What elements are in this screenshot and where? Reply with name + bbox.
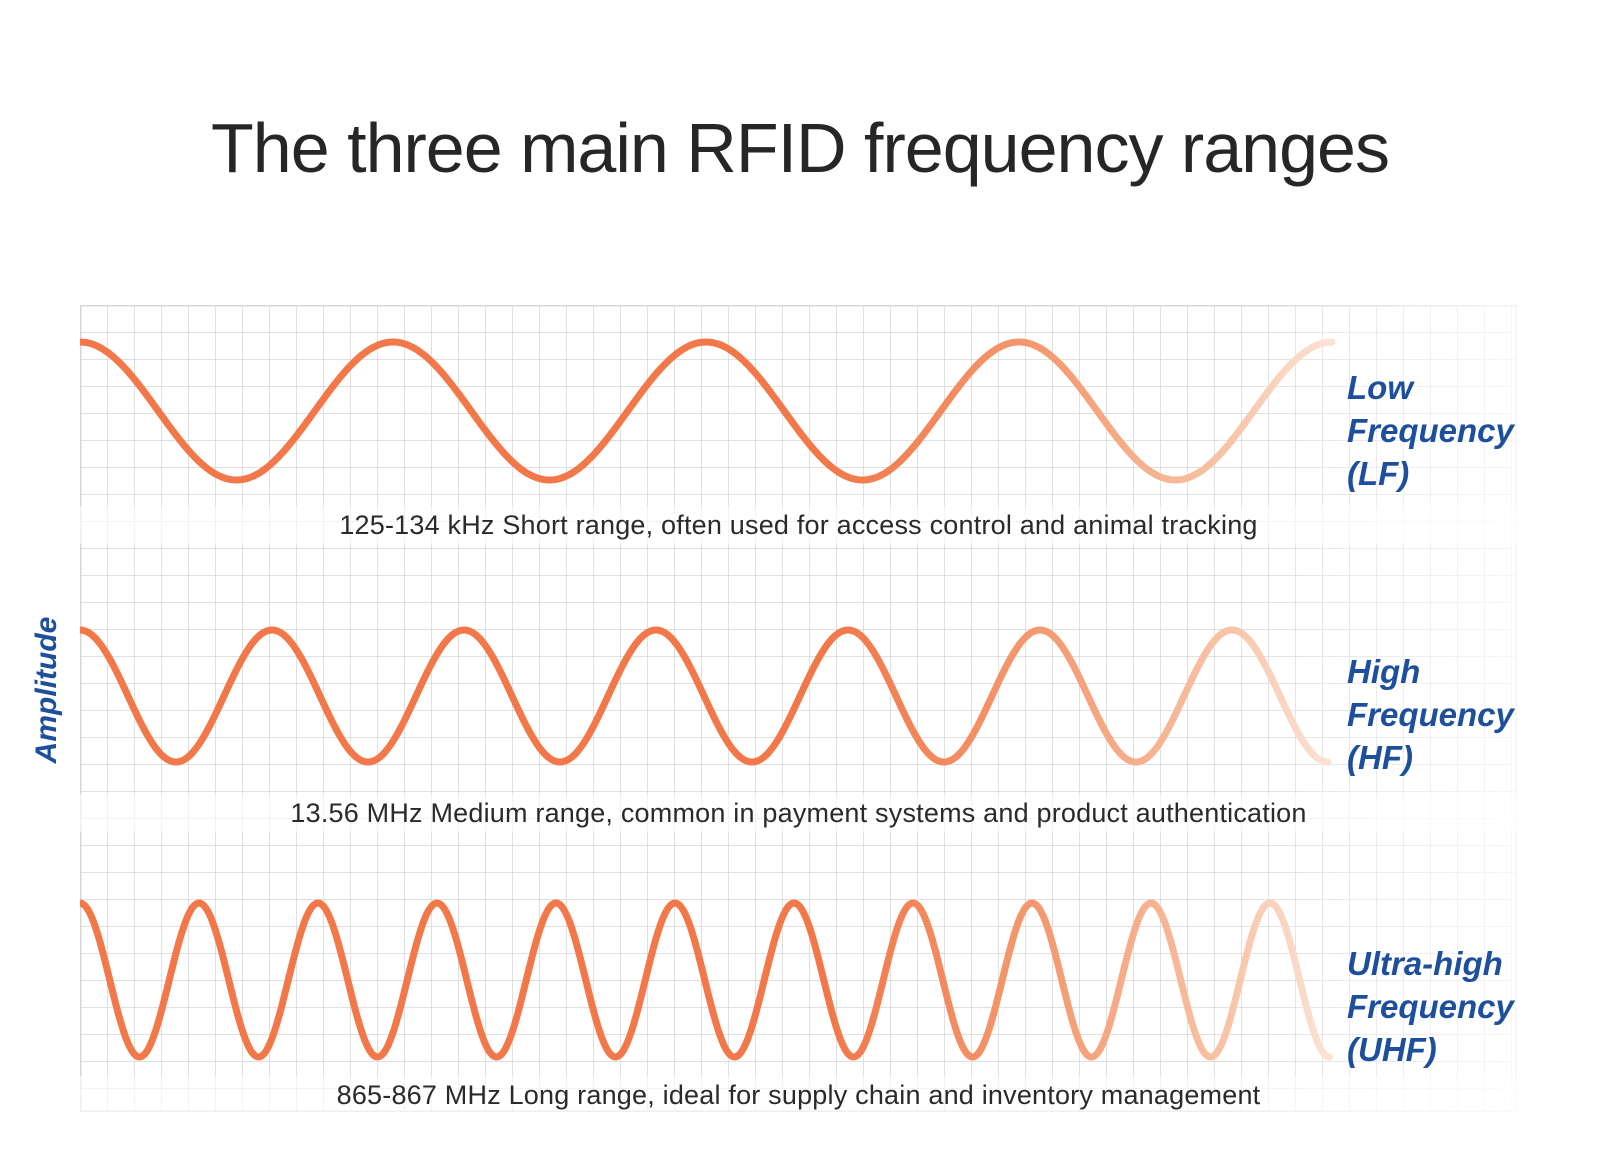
wave-uhf [80, 899, 1333, 1061]
page-title: The three main RFID frequency ranges [211, 109, 1390, 187]
caption-uhf: 865-867 MHz Long range, ideal for supply… [80, 1076, 1517, 1114]
caption-lf: 125-134 kHz Short range, often used for … [80, 506, 1517, 544]
caption-hf: 13.56 MHz Medium range, common in paymen… [80, 794, 1517, 832]
wave-hf [80, 626, 1332, 766]
band-label-lf-line2: Frequency [1347, 412, 1514, 449]
band-label-uhf-line2: Frequency [1347, 988, 1514, 1025]
y-axis-label: Amplitude [30, 616, 63, 764]
caption-hf-text: 13.56 MHz Medium range, common in paymen… [290, 797, 1307, 828]
band-label-lf: Low Frequency (LF) [1347, 366, 1514, 495]
band-label-lf-line1: Low [1347, 369, 1413, 406]
band-label-hf-line1: High [1347, 653, 1421, 690]
caption-lf-text: 125-134 kHz Short range, often used for … [339, 509, 1258, 540]
caption-uhf-text: 865-867 MHz Long range, ideal for supply… [336, 1079, 1261, 1110]
band-label-uhf: Ultra-high Frequency (UHF) [1347, 942, 1514, 1071]
band-label-lf-line3: (LF) [1347, 455, 1410, 492]
band-label-uhf-line3: (UHF) [1347, 1031, 1437, 1068]
band-label-uhf-line1: Ultra-high [1347, 945, 1503, 982]
band-label-hf: High Frequency (HF) [1347, 650, 1514, 779]
wave-grid [80, 305, 1517, 1112]
wave-lf [80, 338, 1336, 484]
band-label-hf-line3: (HF) [1347, 739, 1413, 776]
band-label-hf-line2: Frequency [1347, 696, 1514, 733]
wave-chart-svg [80, 305, 1517, 1112]
